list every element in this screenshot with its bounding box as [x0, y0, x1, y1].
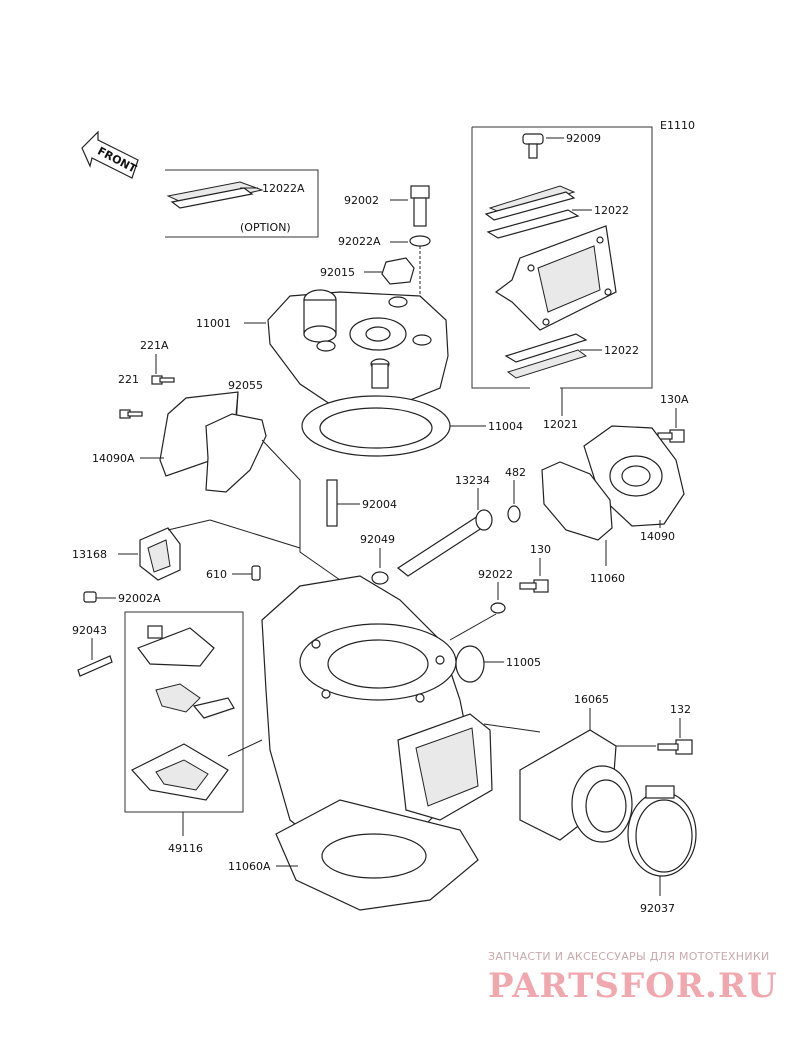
label-130: 130	[530, 543, 551, 556]
cylinder-studs: 92004 92049 610	[206, 479, 397, 585]
label-221: 221	[118, 373, 139, 386]
label-92022A: 92022A	[338, 235, 381, 248]
label-11060: 11060	[590, 572, 625, 585]
watermark-logo: PARTSFOR.RU	[488, 966, 778, 1006]
exhaust-cover-group: 221A 221 92055 14090A	[92, 339, 341, 581]
label-92022: 92022	[478, 568, 513, 581]
label-130A: 130A	[660, 393, 689, 406]
label-92049: 92049	[360, 533, 395, 546]
option-label: (OPTION)	[240, 221, 291, 234]
label-13168: 13168	[72, 548, 107, 561]
label-92009: 92009	[566, 132, 601, 145]
valve-parts-box: 49116 92043	[72, 611, 263, 855]
label-610: 610	[206, 568, 227, 581]
label-49116: 49116	[168, 842, 203, 855]
label-11005: 11005	[506, 656, 541, 669]
label-11060A: 11060A	[228, 860, 271, 873]
option-box: 12022A (OPTION)	[165, 169, 319, 238]
intake-manifold: 16065 132	[519, 693, 693, 843]
valve-cover-group: 130A 14090 11060 13234 482	[396, 393, 689, 585]
front-arrow-icon: FRONT	[81, 130, 139, 179]
head-fasteners: 92002 92022A 92015	[320, 185, 431, 344]
label-14090: 14090	[640, 530, 675, 543]
hose-clamp: 92037	[627, 785, 697, 915]
label-92004: 92004	[362, 498, 397, 511]
label-11001: 11001	[196, 317, 231, 330]
label-132: 132	[670, 703, 691, 716]
label-14090A: 14090A	[92, 452, 135, 465]
label-12022A: 12022A	[262, 182, 305, 195]
label-12021: 12021	[543, 418, 578, 431]
label-12022-lower: 12022	[604, 344, 639, 357]
base-gasket: 11060A	[228, 799, 479, 911]
head-gasket: 11004	[301, 395, 523, 457]
label-92043: 92043	[72, 624, 107, 637]
label-92015: 92015	[320, 266, 355, 279]
label-92037: 92037	[640, 902, 675, 915]
label-11004: 11004	[488, 420, 523, 433]
label-482: 482	[505, 466, 526, 479]
label-12022-upper: 12022	[594, 204, 629, 217]
diagram-code: E1110	[660, 119, 695, 132]
cylinder-block: 11005	[261, 575, 541, 861]
label-16065: 16065	[574, 693, 609, 706]
label-92002A: 92002A	[118, 592, 161, 605]
small-fasteners: 92022 130	[478, 543, 551, 614]
label-92055: 92055	[228, 379, 263, 392]
reed-valve-group: 12021 92009 12022 12022	[471, 126, 653, 431]
label-221A: 221A	[140, 339, 169, 352]
watermark-caption: ЗАПЧАСТИ И АКСЕССУАРЫ ДЛЯ МОТОТЕХНИКИ	[488, 950, 770, 963]
label-92002: 92002	[344, 194, 379, 207]
bracket-13168: 13168 92002A	[72, 519, 301, 605]
cylinder-head: 11001	[196, 289, 449, 405]
label-13234: 13234	[455, 474, 490, 487]
